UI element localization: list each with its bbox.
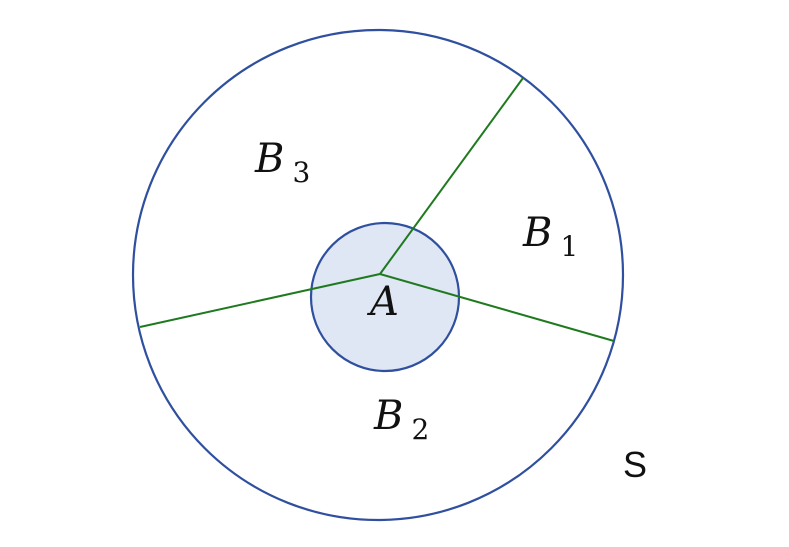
region-label-b1-main: B [522,210,552,256]
outer-circle-s [131,28,625,522]
region-label-b3-subscript: 3 [293,156,311,189]
set-label-s: S [623,444,647,485]
region-label-b3: B 3 [254,136,310,189]
region-label-b2: B 2 [373,393,429,446]
region-label-b1-subscript: 1 [561,230,579,263]
region-label-b3-main: B [254,136,284,182]
region-label-a: A [366,279,399,325]
region-label-b2-subscript: 2 [412,413,430,446]
region-label-b1: B 1 [522,210,578,263]
partition-line-b1-b3 [379,77,524,275]
partition-line-b1-b2 [379,273,615,342]
region-label-b2-main: B [373,393,403,439]
partition-line-b2-b3 [139,273,381,328]
